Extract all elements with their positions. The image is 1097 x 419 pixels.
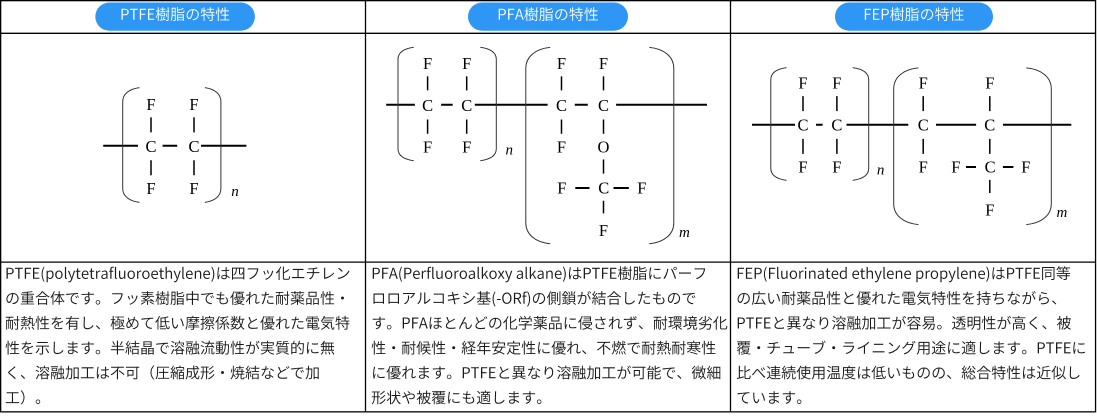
svg-text:n: n — [506, 143, 514, 159]
svg-text:F: F — [146, 179, 155, 198]
svg-text:F: F — [599, 221, 608, 240]
svg-text:F: F — [832, 74, 841, 93]
svg-text:m: m — [679, 225, 690, 241]
svg-text:C: C — [461, 96, 472, 115]
svg-text:m: m — [1057, 205, 1068, 221]
svg-text:F: F — [423, 137, 432, 156]
svg-text:F: F — [951, 158, 960, 177]
svg-text:F: F — [919, 158, 928, 177]
svg-text:C: C — [984, 116, 995, 135]
svg-text:F: F — [919, 74, 928, 93]
svg-text:F: F — [985, 74, 994, 93]
svg-text:F: F — [798, 74, 807, 93]
svg-text:O: O — [598, 137, 610, 156]
svg-text:F: F — [599, 54, 608, 73]
svg-text:C: C — [985, 158, 996, 177]
svg-text:F: F — [189, 179, 198, 198]
svg-text:C: C — [556, 96, 567, 115]
svg-text:F: F — [798, 158, 807, 177]
svg-text:F: F — [1021, 158, 1030, 177]
svg-text:C: C — [145, 137, 156, 156]
svg-text:F: F — [189, 95, 198, 114]
svg-text:n: n — [877, 162, 885, 178]
svg-text:C: C — [188, 137, 199, 156]
svg-text:F: F — [462, 54, 471, 73]
svg-text:C: C — [831, 116, 842, 135]
svg-text:C: C — [797, 116, 808, 135]
svg-text:F: F — [423, 54, 432, 73]
svg-text:C: C — [422, 96, 433, 115]
svg-text:n: n — [231, 184, 239, 200]
svg-text:F: F — [557, 179, 566, 198]
svg-text:C: C — [918, 116, 929, 135]
svg-text:F: F — [146, 95, 155, 114]
svg-text:F: F — [985, 200, 994, 219]
svg-text:F: F — [637, 179, 646, 198]
svg-text:F: F — [462, 137, 471, 156]
svg-text:F: F — [557, 137, 566, 156]
svg-text:F: F — [832, 158, 841, 177]
svg-text:C: C — [598, 96, 609, 115]
svg-text:F: F — [557, 54, 566, 73]
svg-text:C: C — [598, 179, 609, 198]
